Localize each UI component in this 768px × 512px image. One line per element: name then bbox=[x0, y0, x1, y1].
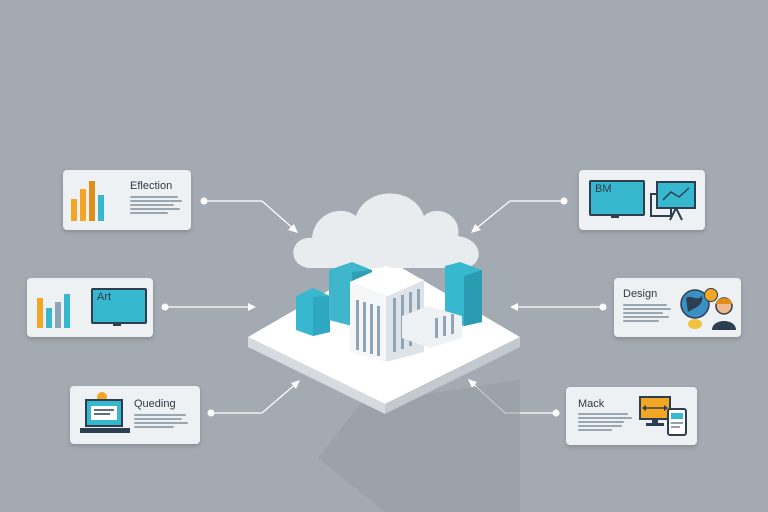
presentation-board-icon bbox=[650, 181, 696, 221]
bar-chart-icon bbox=[37, 294, 70, 328]
card-title: Design bbox=[623, 288, 658, 300]
card-description bbox=[130, 196, 182, 214]
card-design[interactable]: Design bbox=[614, 278, 741, 337]
card-description bbox=[134, 414, 188, 428]
card-bm[interactable]: BM bbox=[579, 170, 705, 230]
laptop-icon bbox=[80, 392, 130, 433]
card-election[interactable]: Eflection bbox=[63, 170, 191, 230]
building-icon bbox=[296, 262, 482, 362]
hub-shadow bbox=[318, 380, 520, 512]
lightbulb-icon bbox=[704, 288, 718, 302]
card-title: Mack bbox=[578, 398, 605, 410]
monitor-label: BM bbox=[595, 183, 612, 195]
card-description bbox=[578, 413, 632, 431]
card-queding[interactable]: Queding bbox=[70, 386, 200, 444]
lightbulb-icon bbox=[688, 319, 702, 329]
card-art[interactable]: Art bbox=[27, 278, 153, 337]
desktop-monitor-icon bbox=[91, 288, 147, 324]
monitor-label: Art bbox=[97, 291, 112, 303]
globe-icon bbox=[680, 289, 710, 329]
person-avatar-icon bbox=[712, 297, 736, 330]
desktop-monitor-icon bbox=[639, 396, 671, 426]
card-mack[interactable]: Mack bbox=[566, 387, 697, 445]
cloud-icon bbox=[293, 193, 479, 268]
bar-chart-icon bbox=[71, 181, 104, 221]
card-title: Eflection bbox=[130, 180, 173, 192]
desktop-monitor-icon bbox=[589, 180, 645, 216]
tablet-icon bbox=[667, 408, 687, 436]
card-title: Queding bbox=[134, 398, 176, 410]
card-description bbox=[623, 304, 671, 322]
